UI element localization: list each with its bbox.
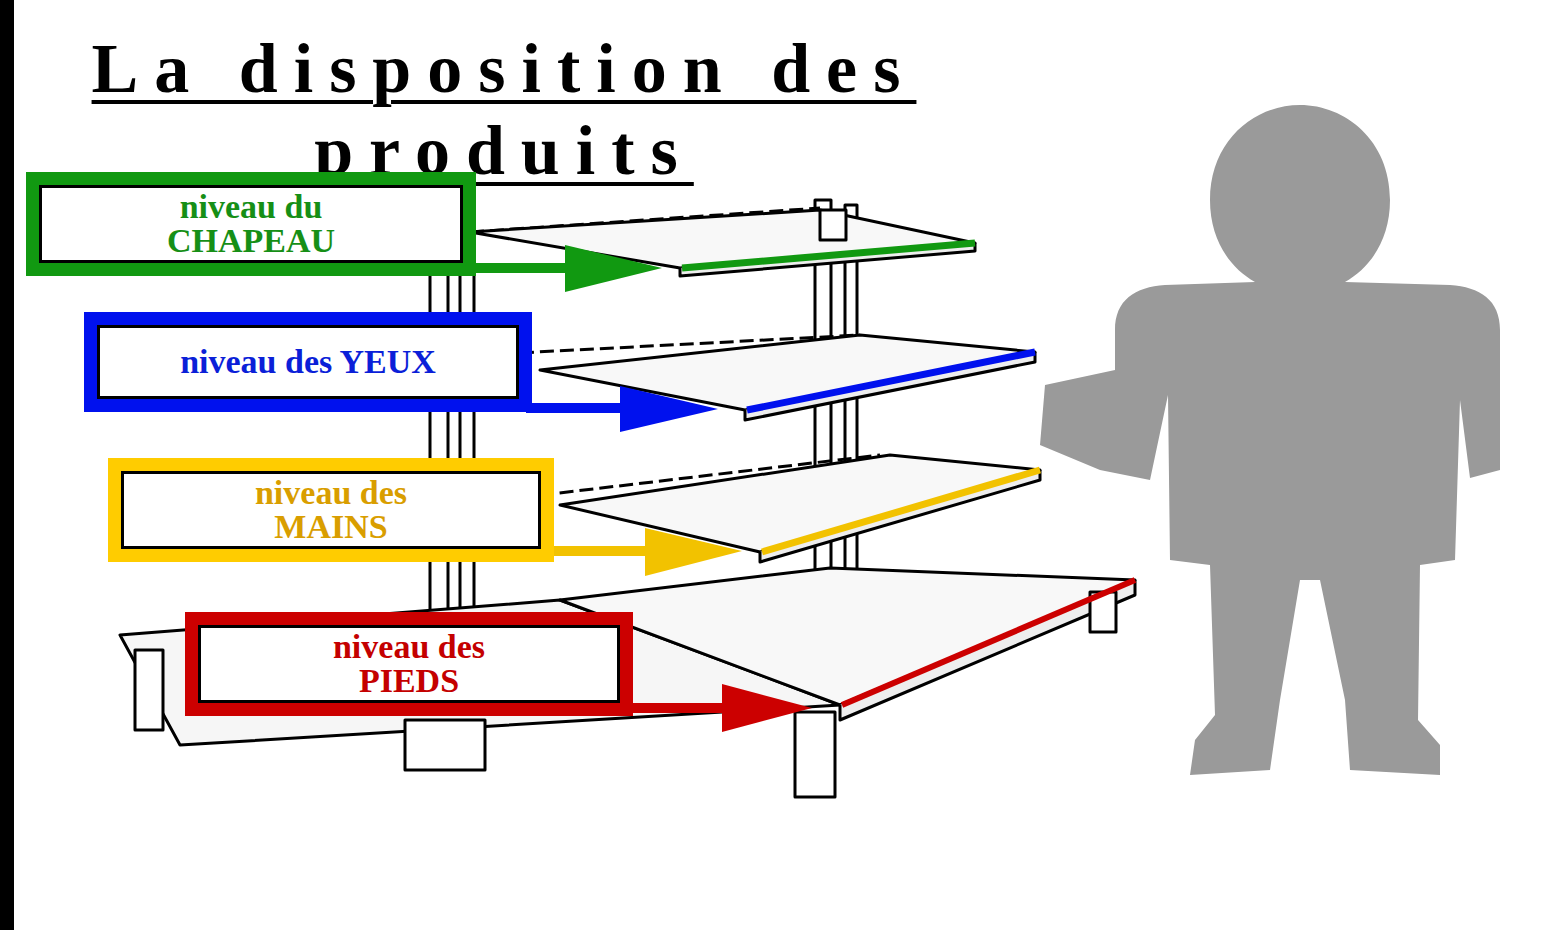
arrow-shaft xyxy=(627,703,727,713)
shelf-edge xyxy=(680,243,975,276)
foot-edge xyxy=(842,580,1135,705)
leg xyxy=(405,720,485,770)
hat-edge xyxy=(682,243,975,268)
arrow-head xyxy=(620,386,718,432)
upright xyxy=(845,205,857,615)
hand-edge xyxy=(762,470,1040,552)
arrow-head xyxy=(722,684,812,732)
level-box: niveau du CHAPEAU xyxy=(26,172,476,276)
level-panel: niveau du CHAPEAU xyxy=(39,185,463,263)
shelf-edge xyxy=(760,470,1040,562)
shopper-silhouette xyxy=(1040,105,1500,775)
arrow-shaft xyxy=(526,403,626,413)
base-edge xyxy=(840,580,1135,720)
level-box: niveau des YEUX xyxy=(84,312,532,412)
arrow-shaft xyxy=(470,263,570,273)
level-label: niveau du CHAPEAU xyxy=(121,190,381,258)
level-label: niveau des PIEDS xyxy=(279,630,539,698)
leg xyxy=(135,650,163,730)
leg xyxy=(795,712,835,797)
arrow-shaft xyxy=(548,546,650,556)
level-panel: niveau des YEUX xyxy=(97,325,519,399)
gondola-frame xyxy=(120,200,1135,797)
arrow-head xyxy=(565,245,662,292)
level-box: niveau des PIEDS xyxy=(185,612,633,716)
eye-edge xyxy=(747,352,1035,410)
level-box: niveau des MAINS xyxy=(108,458,554,562)
level-label: niveau des MAINS xyxy=(201,476,461,544)
white-canvas: La disposition des produitsniveau du CHA… xyxy=(14,0,1541,930)
post-cap xyxy=(820,210,846,240)
arrow-head xyxy=(645,528,742,576)
level-panel: niveau des MAINS xyxy=(121,471,541,549)
shelf-edge xyxy=(745,352,1035,420)
base-shelf xyxy=(560,568,1135,705)
hat-shelf xyxy=(470,210,975,268)
hand-shelf xyxy=(560,455,1040,552)
level-label: niveau des YEUX xyxy=(180,345,436,379)
level-panel: niveau des PIEDS xyxy=(198,625,620,703)
diagram-title: La disposition des produits xyxy=(54,28,954,192)
